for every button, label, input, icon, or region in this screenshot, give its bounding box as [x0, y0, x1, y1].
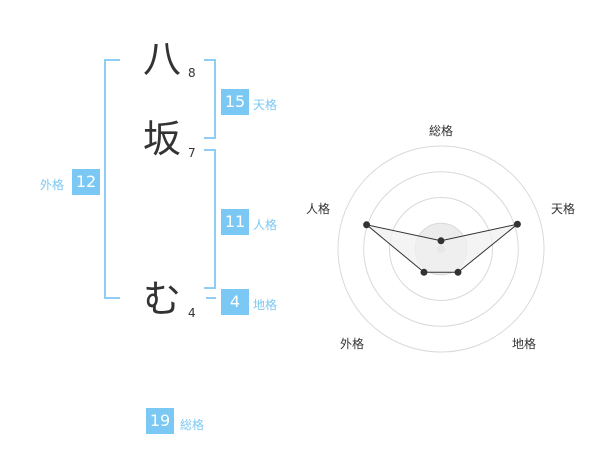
- radar-point: [437, 237, 445, 245]
- stroke-count-1: 8: [188, 66, 196, 80]
- radar-polygon: [366, 223, 518, 273]
- radar-label-gaikaku: 外格: [339, 337, 364, 351]
- radar-ring: [389, 197, 493, 301]
- jinkaku-label: 人格: [253, 218, 278, 232]
- soukaku-value-badge: 19: [146, 408, 174, 434]
- soukaku-label: 総格: [180, 418, 205, 432]
- tenkaku-label: 天格: [253, 98, 278, 112]
- name-char-2: 坂: [142, 117, 181, 161]
- chikaku-value-badge: 4: [221, 289, 249, 315]
- radar-label-soukaku: 総格: [428, 124, 453, 138]
- tenkaku-value-badge: 15: [221, 89, 249, 115]
- radar-ring: [363, 171, 519, 327]
- chikaku-connector: [206, 297, 216, 299]
- jinkaku-value-badge: 11: [221, 209, 249, 235]
- radar-point: [363, 221, 371, 229]
- name-char-3: む: [142, 277, 181, 321]
- tenkaku-bracket: [204, 59, 216, 139]
- stroke-count-3: 4: [188, 306, 196, 320]
- gaikaku-value-badge: 12: [72, 169, 100, 195]
- radar-label-chikaku: 地格: [511, 337, 536, 351]
- gaikaku-bracket: [104, 59, 120, 299]
- chikaku-label: 地格: [253, 298, 278, 312]
- stroke-count-2: 7: [188, 146, 196, 160]
- radar-label-jinkaku: 人格: [305, 202, 330, 216]
- radar-point: [420, 268, 428, 276]
- radar-label-tenkaku: 天格: [550, 202, 575, 216]
- radar-point: [513, 220, 521, 228]
- radar-ring: [337, 145, 545, 353]
- jinkaku-bracket: [204, 149, 216, 289]
- gaikaku-label: 外格: [40, 178, 65, 192]
- radar-point: [454, 268, 462, 276]
- name-char-1: 八: [142, 37, 181, 81]
